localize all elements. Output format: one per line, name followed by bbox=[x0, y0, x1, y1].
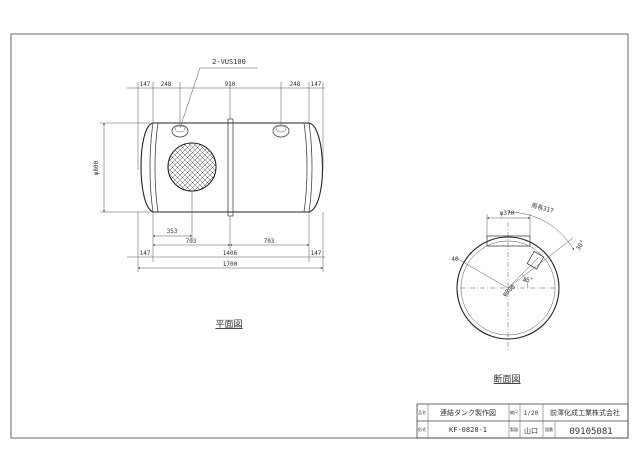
vent-port-left bbox=[171, 124, 189, 138]
section-view-caption: 断面図 bbox=[493, 373, 520, 385]
end-band-left bbox=[149, 122, 159, 213]
top-dim-chain bbox=[127, 82, 325, 170]
top-dim-label: 248 bbox=[161, 81, 172, 88]
title-company: 前澤化成工業株式会社 bbox=[550, 408, 620, 417]
title-hdr-type: 形式 bbox=[418, 426, 426, 432]
top-dim-label: 248 bbox=[290, 81, 301, 88]
end-band-right bbox=[303, 122, 313, 213]
title-drawn-by: 山口 bbox=[524, 426, 538, 435]
top-dim-label: 147 bbox=[311, 81, 322, 88]
dim-147-right-label: 147 bbox=[311, 250, 322, 257]
title-block bbox=[416, 403, 629, 439]
title-hdr-scale: 縮尺 bbox=[510, 409, 518, 415]
callout-leader bbox=[179, 67, 258, 129]
dim-total-label: 1700 bbox=[223, 261, 238, 268]
sheet-border bbox=[10, 33, 629, 439]
title-hdr-name: 品名 bbox=[418, 409, 426, 415]
section-dim-40-label: 40 bbox=[451, 256, 459, 263]
title-hdr-no: 図番 bbox=[545, 426, 553, 432]
dim-703-right-label: 703 bbox=[264, 238, 275, 245]
title-scale: 1/20 bbox=[524, 410, 539, 417]
section-angle-45-label: 45° bbox=[523, 277, 534, 284]
title-type: KF-0828-1 bbox=[449, 426, 487, 434]
title-hdr-drawn: 製図 bbox=[510, 426, 518, 432]
center-band bbox=[227, 118, 234, 217]
section-dim-370-label: φ370 bbox=[500, 210, 515, 217]
section-arc-length-label: 周長317 bbox=[530, 202, 554, 215]
dim-1406-label: 1406 bbox=[223, 250, 238, 257]
section-angle-30-label: 30° bbox=[575, 239, 586, 252]
title-drawing-no: 09105081 bbox=[569, 427, 612, 437]
diameter-label: φ800 bbox=[93, 160, 100, 175]
dim-353-label: 353 bbox=[167, 228, 178, 235]
bottom-dims bbox=[127, 190, 325, 272]
diameter-dim bbox=[100, 122, 150, 213]
vent-port-right bbox=[272, 124, 290, 138]
dim-147-left-label: 147 bbox=[140, 250, 151, 257]
plan-view-caption: 平面図 bbox=[215, 319, 242, 330]
title-name: 連結タンク製作図 bbox=[440, 408, 496, 417]
top-dim-label: 910 bbox=[225, 81, 236, 88]
top-dim-label: 147 bbox=[140, 81, 151, 88]
vus-callout: 2-VUS100 bbox=[212, 58, 246, 66]
plan-view bbox=[100, 67, 325, 272]
section-view bbox=[455, 210, 575, 350]
dim-703-left-label: 703 bbox=[186, 238, 197, 245]
manhole-mesh bbox=[167, 142, 217, 192]
